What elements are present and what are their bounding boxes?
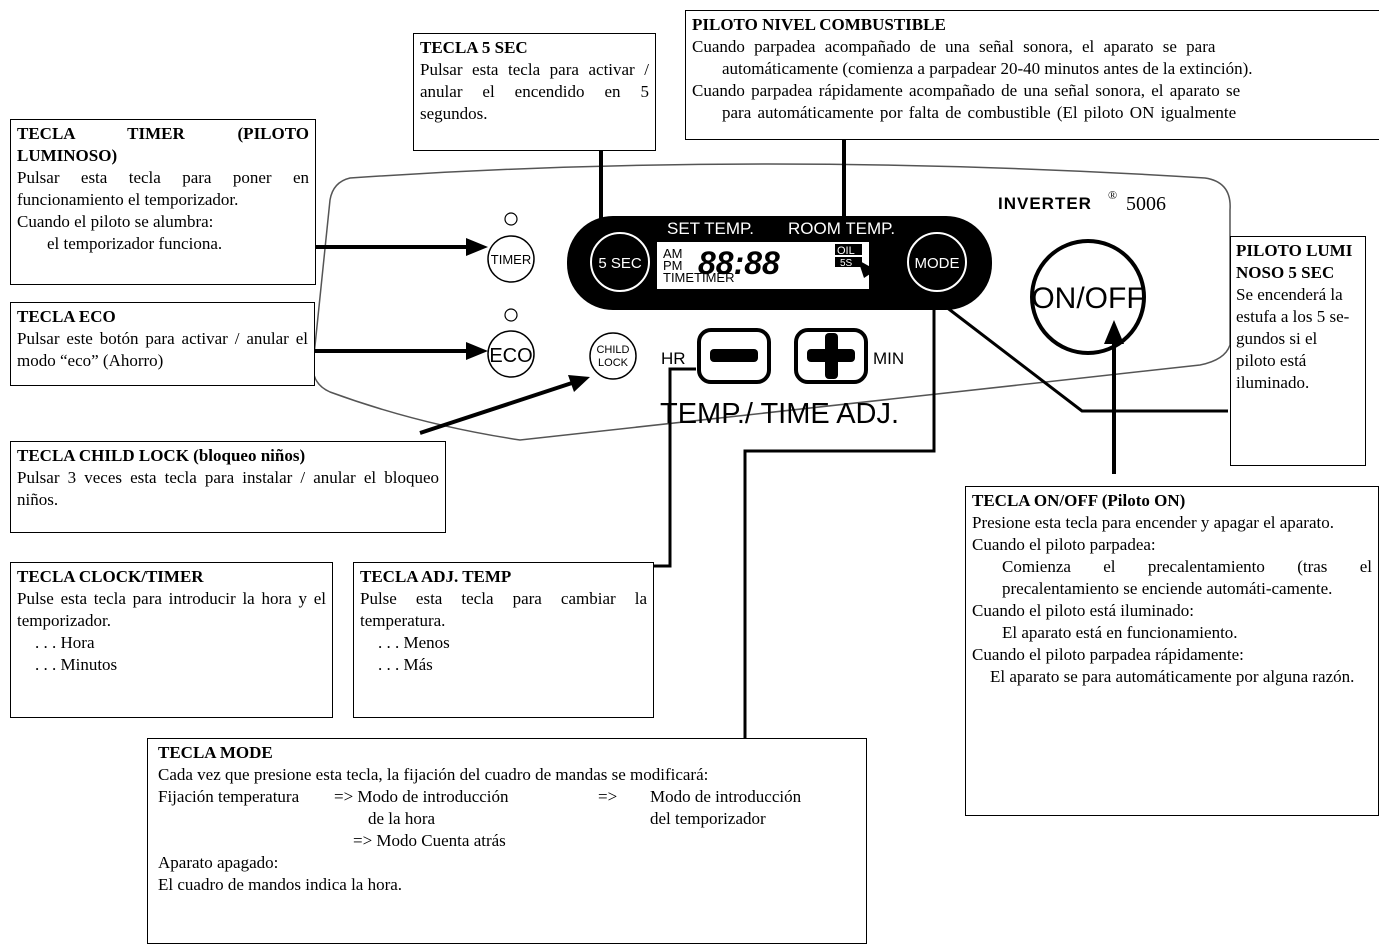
mode-button-label: MODE (915, 255, 960, 272)
callout-adj-temp-title: TECLA ADJ. TEMP (360, 567, 512, 586)
model-number: 5006 (1126, 193, 1166, 215)
minus-icon (710, 349, 758, 362)
eco-button[interactable] (487, 330, 535, 378)
callout-pilot-5sec-title: PILOTO LUMINOSO 5 SEC (1236, 241, 1353, 282)
callout-fuel-level: PILOTO NIVEL COMBUSTIBLE Cuando parpadea… (685, 10, 1379, 140)
timer-pilot-led (504, 212, 518, 226)
callout-mode-row1-c: => (598, 787, 618, 806)
mode-button[interactable] (907, 232, 967, 292)
callout-adj-temp-minus: . . . Menos (378, 633, 450, 652)
set-temp-label: SET TEMP. (667, 219, 754, 238)
callout-pilot-5sec: PILOTO LUMINOSO 5 SEC Se encenderá la es… (1230, 236, 1366, 466)
leader-pilot-5sec (936, 298, 1228, 413)
callout-onoff-line4: Cuando el piloto está iluminado: (972, 601, 1194, 620)
callout-mode-row3-b: => Modo Cuenta atrás (353, 831, 506, 850)
onoff-button-label: ON/OFF (1031, 282, 1144, 315)
callout-clock-timer-desc: Pulse esta tecla para introducir la hora… (17, 589, 326, 630)
child-lock-button[interactable] (589, 332, 637, 380)
callout-fuel-line4: para automáticamente por falta de combus… (722, 103, 1237, 122)
leader-5s-indicator (867, 268, 886, 280)
plus-icon-v (825, 333, 838, 379)
callout-timer-line3: el temporizador funciona. (47, 234, 223, 253)
leader-adj-temp (654, 367, 696, 568)
callout-5sec: TECLA 5 SEC Pulsar esta tecla para activ… (413, 33, 656, 151)
room-temp-label: ROOM TEMP. (788, 219, 895, 238)
callout-mode-row2-d: del temporizador (650, 809, 766, 828)
lcd-digits: 88:88 (698, 245, 780, 281)
callout-child-lock-desc: Pulsar 3 veces esta tecla para instalar … (17, 468, 439, 509)
callout-pilot-5sec-desc: Se encenderá la estufa a los 5 se-gundos… (1236, 285, 1350, 392)
timer-button[interactable] (487, 235, 535, 283)
callout-mode-line1: Cada vez que presione esta tecla, la fij… (158, 765, 709, 784)
callout-mode-title: TECLA MODE (158, 743, 273, 762)
callout-eco-title: TECLA ECO (17, 307, 116, 326)
leader-lines (315, 140, 1116, 474)
callout-adj-temp-plus: . . . Más (378, 655, 433, 674)
min-label: MIN (873, 349, 904, 368)
callout-5sec-title: TECLA 5 SEC (420, 38, 528, 57)
eco-pilot-led (504, 308, 518, 322)
callout-onoff-line6: Cuando el piloto parpadea rápidamente: (972, 645, 1244, 664)
callout-child-lock-title: TECLA CHILD LOCK (bloqueo niños) (17, 446, 306, 465)
child-lock-label-1: CHILD (596, 344, 629, 356)
callout-fuel-line1: Cuando parpadea acompañado de una señal … (692, 37, 1216, 56)
callout-onoff-title: TECLA ON/OFF (Piloto ON) (972, 491, 1186, 510)
arrowhead-eco (466, 342, 488, 360)
brand-logo: INVERTER (998, 194, 1092, 213)
callout-timer-line2: Cuando el piloto se alumbra: (17, 212, 214, 231)
time-timer-label: TIMETIMER (663, 270, 735, 285)
callout-eco-desc: Pulsar este botón para activar / anular … (17, 329, 308, 370)
pm-label: PM (663, 258, 683, 273)
callout-adj-temp-desc: Pulse esta tecla para cambiar la tempera… (360, 589, 647, 630)
eco-button-label: ECO (489, 345, 532, 367)
callout-clock-timer-minutes: . . . Minutos (35, 655, 118, 674)
callout-mode-line2: Aparato apagado: (158, 853, 279, 872)
callout-fuel-line3: Cuando parpadea rápidamente acompañado d… (692, 81, 1241, 100)
arrowhead-timer (466, 238, 488, 256)
callout-mode-row1-a: Fijación temperatura (158, 787, 300, 806)
callout-onoff: TECLA ON/OFF (Piloto ON) Presione esta t… (965, 486, 1379, 816)
callout-child-lock: TECLA CHILD LOCK (bloqueo niños) Pulsar … (10, 441, 446, 533)
five-sec-button-label: 5 SEC (598, 255, 642, 272)
callout-timer-title: TECLA TIMER (PILOTO LUMINOSO) (17, 124, 309, 165)
callout-onoff-line3: Comienza el precalentamiento (tras el pr… (1002, 557, 1372, 598)
callout-clock-timer-hour: . . . Hora (35, 633, 95, 652)
callout-mode: TECLA MODE Cada vez que presione esta te… (147, 738, 867, 944)
callout-mode-row1-d: Modo de introducción (650, 787, 802, 806)
five-sec-button[interactable] (590, 232, 650, 292)
oil-label: OIL (837, 245, 855, 257)
callout-5sec-desc: Pulsar esta tecla para activar / anular … (420, 60, 649, 123)
lcd-screen (657, 242, 869, 289)
callout-timer: TECLA TIMER (PILOTO LUMINOSO) Pulsar est… (10, 119, 316, 285)
callout-mode-row1-b: => Modo de introducción (334, 787, 509, 806)
callout-timer-line1: Pulsar esta tecla para poner en funciona… (17, 168, 309, 209)
leader-mode (743, 295, 936, 738)
timer-button-label: TIMER (491, 252, 531, 267)
am-label: AM (663, 246, 683, 261)
callout-onoff-line2: Cuando el piloto parpadea: (972, 535, 1156, 554)
callout-onoff-line1: Presione esta tecla para encender y apag… (972, 513, 1334, 532)
five-s-indicator (835, 257, 862, 267)
callout-fuel-title: PILOTO NIVEL COMBUSTIBLE (692, 15, 946, 34)
five-s-label: 5S (840, 258, 853, 269)
hr-label: HR (661, 349, 686, 368)
arrowhead-5s (858, 260, 876, 278)
temp-time-adj-label: TEMP./ TIME ADJ. (660, 398, 899, 430)
callout-clock-timer-title: TECLA CLOCK/TIMER (17, 567, 204, 586)
brand-registered-mark: ® (1108, 188, 1117, 202)
arrowhead-child-lock (568, 375, 590, 392)
callout-clock-timer: TECLA CLOCK/TIMER Pulse esta tecla para … (10, 562, 333, 718)
arrowhead-onoff (1104, 320, 1124, 344)
callout-adj-temp: TECLA ADJ. TEMP Pulse esta tecla para ca… (353, 562, 654, 718)
leader-child-lock (419, 380, 576, 435)
callout-onoff-line5: El aparato está en funcionamiento. (1002, 623, 1238, 642)
callout-mode-row2-b: de la hora (368, 809, 436, 828)
oil-indicator (835, 244, 862, 255)
callout-onoff-line7: El aparato se para automáticamente por a… (990, 667, 1355, 686)
callout-fuel-line2: automáticamente (comienza a parpadear 20… (722, 59, 1253, 78)
child-lock-label-2: LOCK (598, 357, 629, 369)
callout-eco: TECLA ECO Pulsar este botón para activar… (10, 302, 315, 386)
callout-mode-line3: El cuadro de mandos indica la hora. (158, 875, 403, 894)
